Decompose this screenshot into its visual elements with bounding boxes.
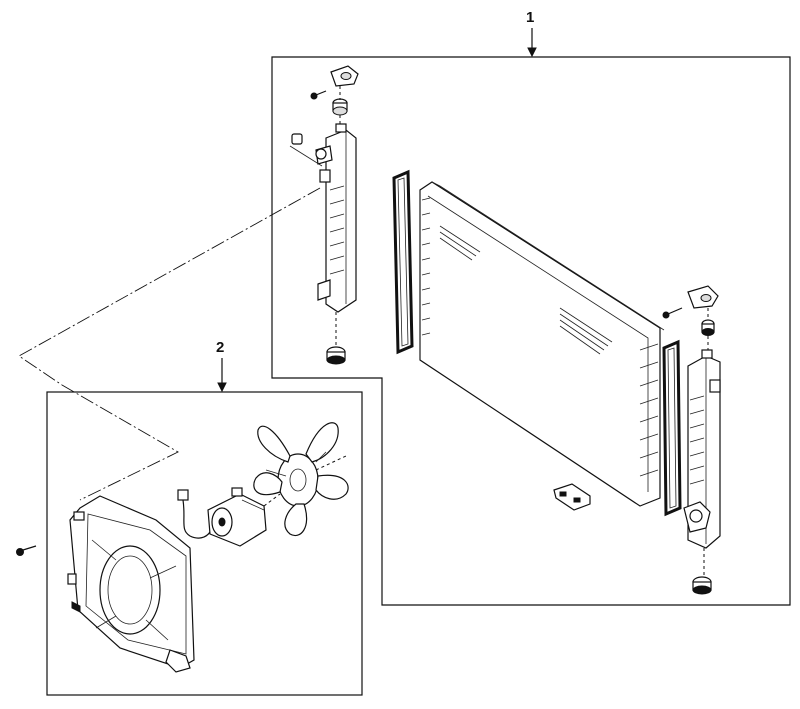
bushing-lower-right xyxy=(692,576,712,595)
core-left-fins xyxy=(421,197,431,336)
right-tank-assembly[interactable] xyxy=(662,285,721,595)
lower-bracket[interactable] xyxy=(553,483,591,511)
group-1-boundary xyxy=(271,56,791,606)
left-tank-assembly[interactable] xyxy=(291,65,359,365)
shroud-screw-icon xyxy=(16,545,37,556)
nut-icon xyxy=(291,133,303,145)
fan-shroud[interactable] xyxy=(67,495,195,673)
seal-strip-right[interactable] xyxy=(662,339,682,517)
callout-1-label: 1 xyxy=(526,9,534,26)
bushing-lower-left xyxy=(326,346,346,365)
fan-motor[interactable] xyxy=(207,487,267,547)
upper-mount-bracket-right xyxy=(687,285,719,309)
callout-2[interactable]: 2 xyxy=(216,339,227,393)
core-shading xyxy=(439,225,613,355)
screw-icon xyxy=(310,90,327,100)
bushing-upper-left xyxy=(332,98,348,116)
callout-1[interactable]: 1 xyxy=(526,9,537,58)
callout-2-arrowhead xyxy=(217,382,227,393)
upper-mount-bracket-left xyxy=(330,65,359,87)
radiator-core[interactable] xyxy=(419,181,665,507)
right-tank-body xyxy=(683,349,721,549)
callout-1-arrowhead xyxy=(527,47,537,58)
reference-lines xyxy=(18,145,323,501)
bushing-upper-right xyxy=(701,319,715,336)
callout-2-label: 2 xyxy=(216,339,224,356)
core-right-fins xyxy=(639,343,659,477)
group-2-boundary xyxy=(46,391,363,696)
left-tank-body xyxy=(315,123,357,313)
screw-right-icon xyxy=(662,307,683,319)
seal-strip-left[interactable] xyxy=(392,169,414,355)
shroud-spokes xyxy=(91,539,177,641)
fan-blade[interactable] xyxy=(253,422,349,537)
